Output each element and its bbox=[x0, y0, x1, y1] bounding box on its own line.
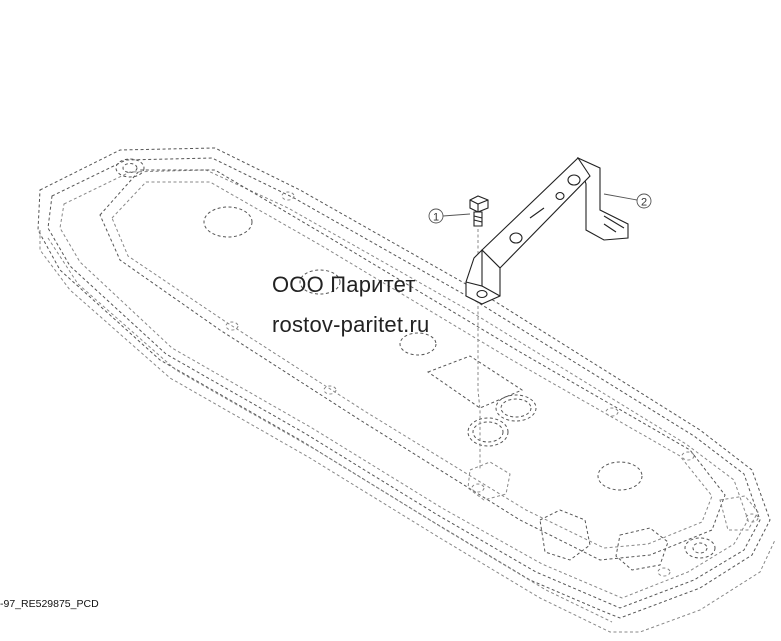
valve-cover-outline bbox=[37, 147, 776, 633]
cover-label-plate bbox=[426, 355, 524, 409]
callout-2-number: 2 bbox=[641, 197, 647, 209]
callout-1-number: 1 bbox=[433, 212, 439, 224]
callout-1[interactable]: 1 bbox=[428, 208, 471, 224]
mounting-bosses bbox=[115, 158, 759, 577]
assembly-guide-line bbox=[477, 218, 481, 470]
watermark-site: rostov-paritet.ru bbox=[272, 312, 430, 337]
cover-ports bbox=[203, 206, 643, 491]
watermark-company: ООО Паритет bbox=[272, 272, 416, 297]
bracket-part bbox=[465, 156, 629, 305]
drawing-code: -97_RE529875_PCD bbox=[0, 598, 99, 610]
bolt-part bbox=[469, 195, 489, 227]
callout-2[interactable]: 2 bbox=[603, 193, 652, 209]
